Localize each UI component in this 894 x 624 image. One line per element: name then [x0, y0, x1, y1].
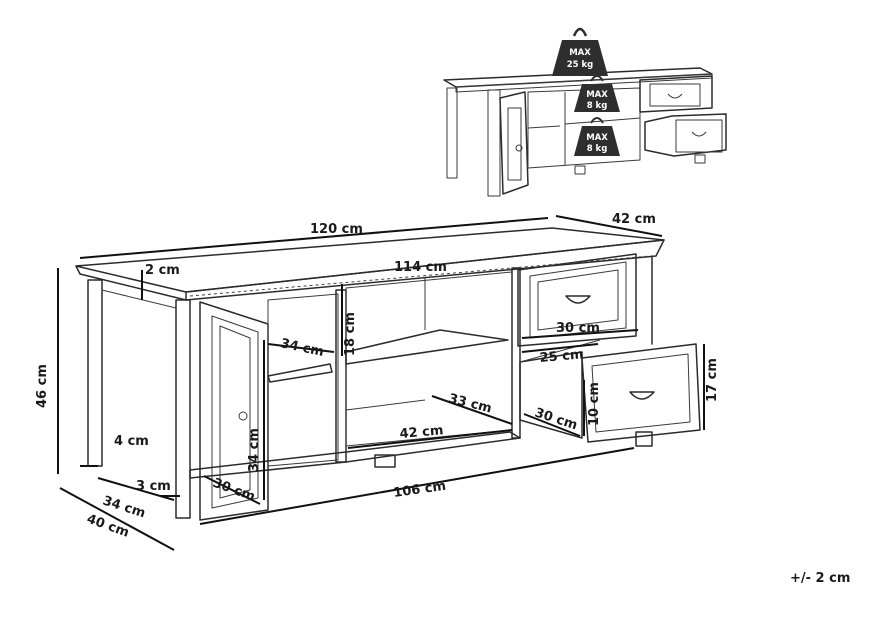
dim-line-depth-base	[59, 487, 175, 551]
ref-left-leg	[446, 87, 458, 179]
top-drawer	[517, 253, 637, 347]
top-drawer-front	[529, 261, 627, 339]
label-leg-width: 3 cm	[136, 479, 171, 494]
back-left-leg	[87, 279, 103, 467]
top-board-front-edge	[185, 239, 665, 301]
top-board-left-bottom	[79, 273, 187, 301]
weight-icon-lower-shelf: MAX 8 kg	[574, 117, 620, 156]
label-door-depth: 34 cm	[279, 336, 325, 360]
weight-top-value: 25 kg	[567, 60, 594, 70]
reference-drawing: MAX 25 kg MAX 8 kg MAX 8 kg	[443, 27, 727, 197]
label-drawer-inner-height: 10 cm	[587, 382, 602, 426]
weight-lower-label: MAX	[586, 133, 608, 143]
ref-door-knob	[515, 144, 523, 152]
label-depth-top: 42 cm	[612, 212, 656, 227]
top-drawer-inner	[537, 269, 619, 331]
label-drawer-width: 30 cm	[556, 321, 600, 336]
dim-line-depth-top	[555, 215, 663, 237]
label-shelf-gap: 18 cm	[343, 312, 358, 356]
dim-line-inner-width-dash	[189, 255, 651, 297]
door-inner-panel-2	[219, 325, 251, 499]
open-door	[199, 301, 269, 521]
label-drawer-inner: 25 cm	[539, 347, 584, 366]
base-strip	[189, 431, 521, 479]
ref-front-left-leg	[487, 89, 501, 197]
label-width-total: 120 cm	[310, 222, 363, 237]
label-top-thickness: 2 cm	[145, 263, 180, 278]
ref-top-drawer-handle	[667, 93, 683, 99]
label-base-width: 106 cm	[392, 479, 446, 501]
top-drawer-handle	[565, 295, 591, 304]
ref-drawer-foot	[694, 154, 706, 164]
middle-shelf	[345, 329, 509, 365]
dim-line-drawer-depth	[523, 413, 581, 437]
left-side-top	[101, 289, 177, 309]
middle-bottom-line	[345, 399, 426, 411]
center-foot	[374, 454, 396, 468]
front-left-leg	[175, 299, 191, 519]
dimension-lines	[57, 215, 705, 551]
dim-line-depth-side	[97, 477, 175, 501]
ref-top-drawer	[639, 75, 713, 113]
label-leg-inset: 4 cm	[114, 434, 149, 449]
ref-foot	[574, 165, 586, 175]
ref-bottom-drawer	[644, 113, 727, 157]
left-shelf	[267, 363, 333, 383]
middle-compartment	[345, 271, 513, 447]
left-compartment-back	[267, 293, 339, 467]
weight-icon-top: MAX 25 kg	[552, 27, 608, 76]
weight-upper-label: MAX	[586, 90, 608, 100]
right-divider	[511, 267, 521, 439]
label-drawer-height: 17 cm	[705, 358, 720, 402]
label-drawer-depth: 30 cm	[533, 406, 579, 434]
bottom-drawer-front-inner	[591, 353, 691, 433]
label-door-height: 34 cm	[247, 428, 262, 472]
dim-line-width-total	[79, 217, 549, 259]
bottom-drawer-side	[519, 351, 583, 439]
weight-icon-upper-shelf: MAX 8 kg	[574, 75, 620, 112]
ref-shelf-left	[527, 125, 561, 129]
label-shelf-depth: 33 cm	[447, 391, 493, 416]
ref-open-door	[499, 91, 529, 195]
label-height-total: 46 cm	[35, 364, 50, 408]
right-foot	[635, 431, 653, 447]
tolerance-note: +/- 2 cm	[790, 571, 850, 586]
ref-top-drawer-front	[649, 83, 701, 107]
bottom-drawer-front	[581, 343, 701, 443]
ref-door-panel	[507, 107, 522, 181]
dim-line-door-depth	[267, 343, 335, 353]
dim-line-drawer-inner	[521, 343, 599, 353]
ref-bottom-drawer-handle	[691, 131, 707, 137]
bottom-drawer-handle	[629, 391, 655, 400]
ref-bottom-drawer-front	[675, 119, 723, 153]
door-knob	[238, 411, 248, 421]
top-board-left-edge	[75, 265, 81, 275]
door-inner-panel	[211, 315, 259, 509]
label-shelf-width: 42 cm	[399, 423, 444, 442]
drawer-rail	[519, 339, 601, 363]
dim-line-drawer-width	[521, 329, 639, 339]
weight-top-label: MAX	[569, 48, 591, 58]
weight-lower-value: 8 kg	[587, 144, 608, 154]
dim-line-base-width	[199, 447, 635, 525]
dim-line-shelf-depth	[431, 395, 513, 425]
label-depth-base: 40 cm	[85, 512, 131, 541]
dim-line-door-width	[203, 475, 261, 505]
dim-line-shelf-width	[347, 429, 513, 449]
label-inner-width: 114 cm	[394, 260, 447, 275]
weight-upper-value: 8 kg	[587, 101, 608, 111]
